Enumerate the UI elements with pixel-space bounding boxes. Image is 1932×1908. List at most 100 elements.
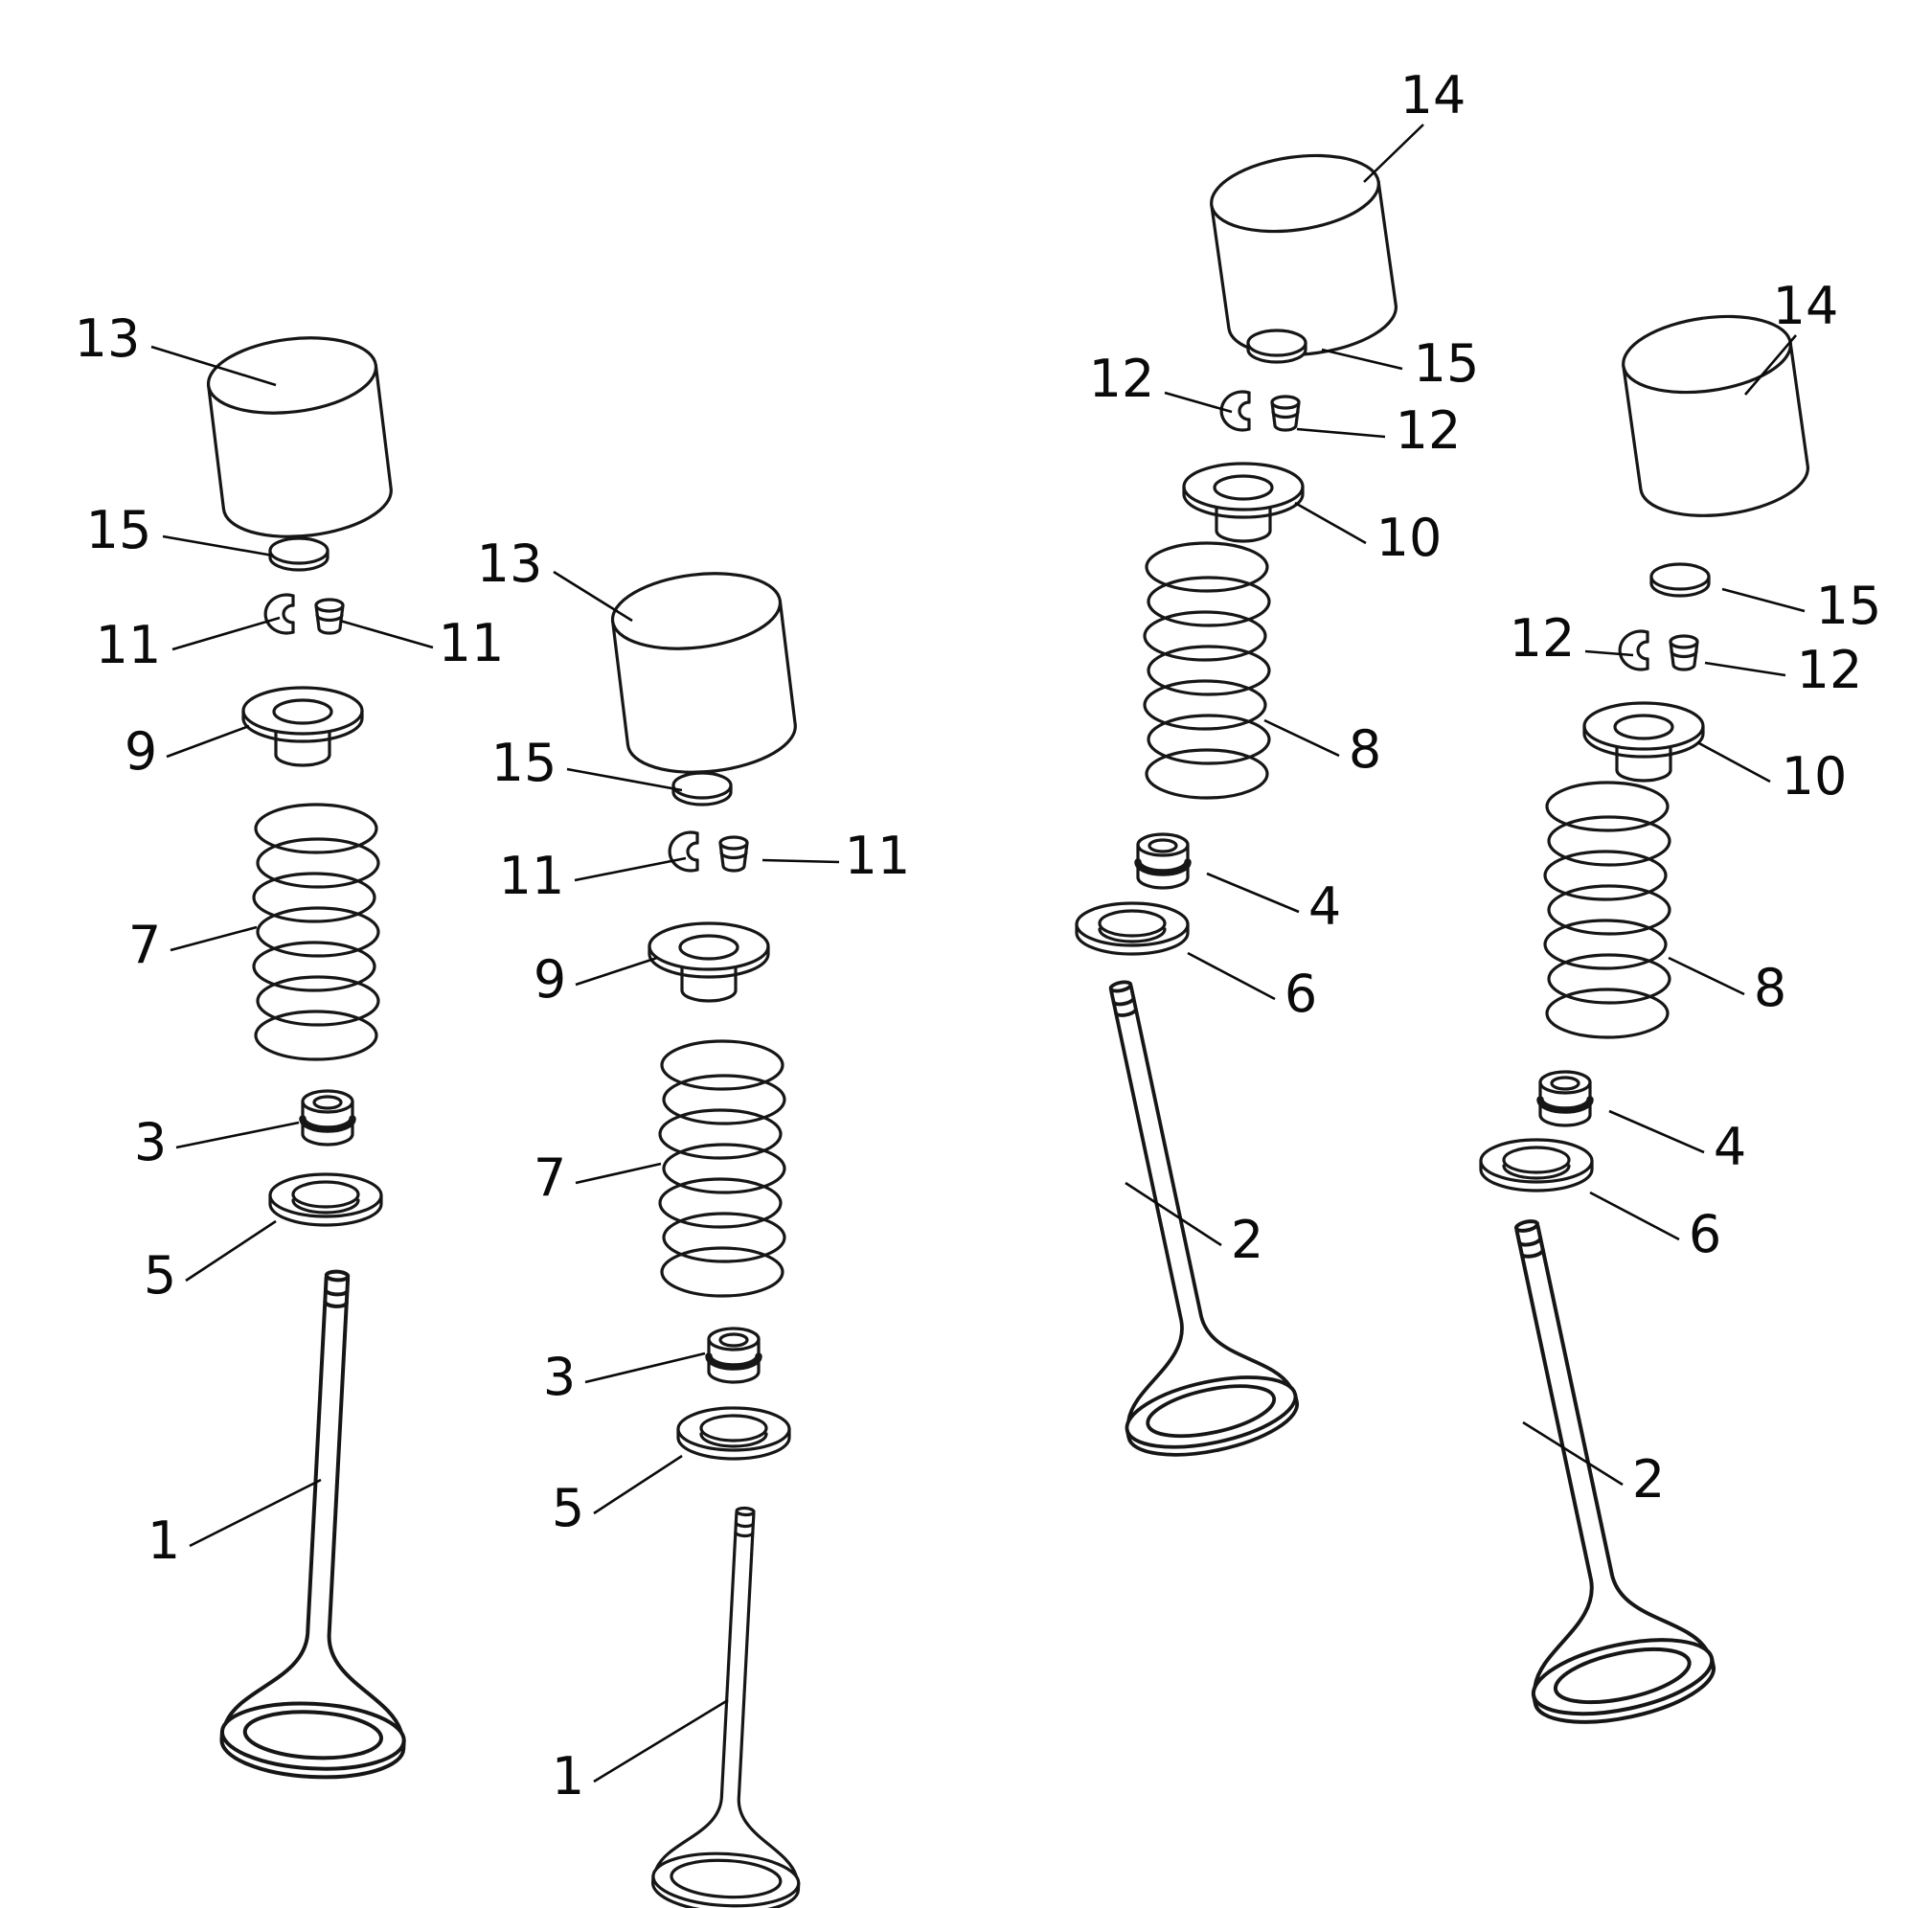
part-number-label-15: 15 [491,733,557,793]
part-number-label-4: 4 [1714,1117,1746,1177]
leader-line-15 [162,534,274,557]
valve-shim-b [671,771,733,806]
leader-line-13 [150,345,277,387]
intake-valve-b [649,1502,820,1908]
spring-retainer-a [241,686,364,767]
leader-line-8 [1263,718,1340,758]
leader-line-6 [1589,1191,1680,1241]
valve-stem-seal-d [1540,1072,1590,1125]
part-number-label-10: 10 [1782,746,1848,806]
part-number-label-14: 14 [1773,276,1839,336]
part-number-label-11: 11 [845,826,911,886]
valve-spring-b [658,1039,786,1298]
leader-line-6 [1187,951,1276,1001]
valve-cotters-d [1618,629,1699,671]
part-number-label-11: 11 [439,613,505,673]
leader-line-12 [1164,391,1233,414]
part-number-label-10: 10 [1376,508,1443,568]
leader-line-9 [166,724,250,759]
valve-spring-a [252,803,380,1061]
part-number-label-6: 6 [1284,964,1317,1024]
valve-shim-d [1649,562,1711,598]
leader-line-3 [584,1352,706,1384]
valve-cotters-a [263,593,345,635]
leader-line-9 [575,956,658,987]
part-number-label-12: 12 [1510,608,1576,669]
part-number-label-3: 3 [543,1347,576,1407]
valve-shim-a [268,536,330,572]
valve-shim-c [1246,329,1307,364]
spring-retainer-b [648,921,770,1003]
spring-seat-a [268,1172,383,1227]
leader-line-7 [170,925,258,952]
part-number-label-3: 3 [134,1112,167,1172]
valve-cotters-b [668,830,749,873]
part-number-label-2: 2 [1632,1449,1665,1510]
spring-retainer-c [1182,462,1305,543]
part-number-label-15: 15 [1414,333,1480,394]
valve-spring-c [1143,541,1271,800]
part-number-label-15: 15 [1816,576,1882,636]
part-number-label-5: 5 [144,1245,176,1306]
valve-lifter-bucket-b [606,562,802,784]
part-number-label-6: 6 [1689,1204,1721,1264]
valve-stem-seal-b [709,1329,759,1382]
leader-line-15 [1321,348,1403,371]
spring-seat-d [1479,1138,1594,1192]
valve-spring-d [1543,781,1671,1039]
part-number-label-4: 4 [1308,876,1341,937]
part-number-label-11: 11 [499,846,565,906]
leader-line-15 [566,767,683,792]
leader-line-7 [575,1162,662,1185]
leader-line-14 [1744,334,1797,396]
leader-line-13 [553,570,633,623]
leader-line-11 [339,619,434,649]
leader-line-10 [1696,740,1771,784]
part-number-label-7: 7 [534,1147,566,1208]
leader-line-2 [1125,1181,1222,1247]
part-number-label-13: 13 [75,308,141,369]
part-number-label-2: 2 [1231,1210,1263,1270]
part-number-label-9: 9 [534,949,566,1010]
leader-line-15 [1721,587,1806,613]
leader-line-1 [593,1698,729,1783]
spring-retainer-d [1582,701,1705,783]
part-number-label-9: 9 [125,721,157,782]
valve-stem-seal-a [303,1091,352,1145]
part-number-label-11: 11 [96,615,162,675]
valve-stem-seal-c [1138,834,1188,888]
leader-line-2 [1522,1420,1624,1487]
valve-cotters-c [1219,390,1301,432]
part-number-label-5: 5 [552,1478,584,1538]
valve-lifter-bucket-a [202,327,398,548]
leader-line-8 [1668,956,1745,996]
leader-line-5 [593,1454,683,1515]
leader-line-12 [1584,649,1634,657]
part-number-label-1: 1 [148,1510,180,1571]
leader-line-10 [1294,501,1367,545]
part-number-label-13: 13 [477,534,543,594]
spring-seat-c [1075,901,1190,956]
spring-seat-b [676,1406,791,1461]
part-number-label-1: 1 [552,1746,584,1806]
intake-valve-a [220,1267,428,1782]
leader-line-11 [574,856,687,882]
exhaust-valve-d [1435,1200,1722,1738]
leader-line-11 [761,858,840,864]
part-number-label-7: 7 [128,915,161,975]
part-number-label-14: 14 [1400,65,1466,125]
part-number-label-12: 12 [1396,400,1462,461]
part-number-label-12: 12 [1797,640,1863,700]
part-number-label-8: 8 [1349,719,1381,780]
leader-line-4 [1206,872,1300,914]
leader-line-12 [1704,661,1786,677]
leader-line-5 [185,1219,277,1283]
leader-line-1 [189,1478,322,1548]
leader-line-4 [1608,1109,1705,1154]
part-number-label-12: 12 [1089,349,1155,409]
part-number-label-8: 8 [1754,958,1786,1018]
part-number-label-15: 15 [86,500,152,560]
